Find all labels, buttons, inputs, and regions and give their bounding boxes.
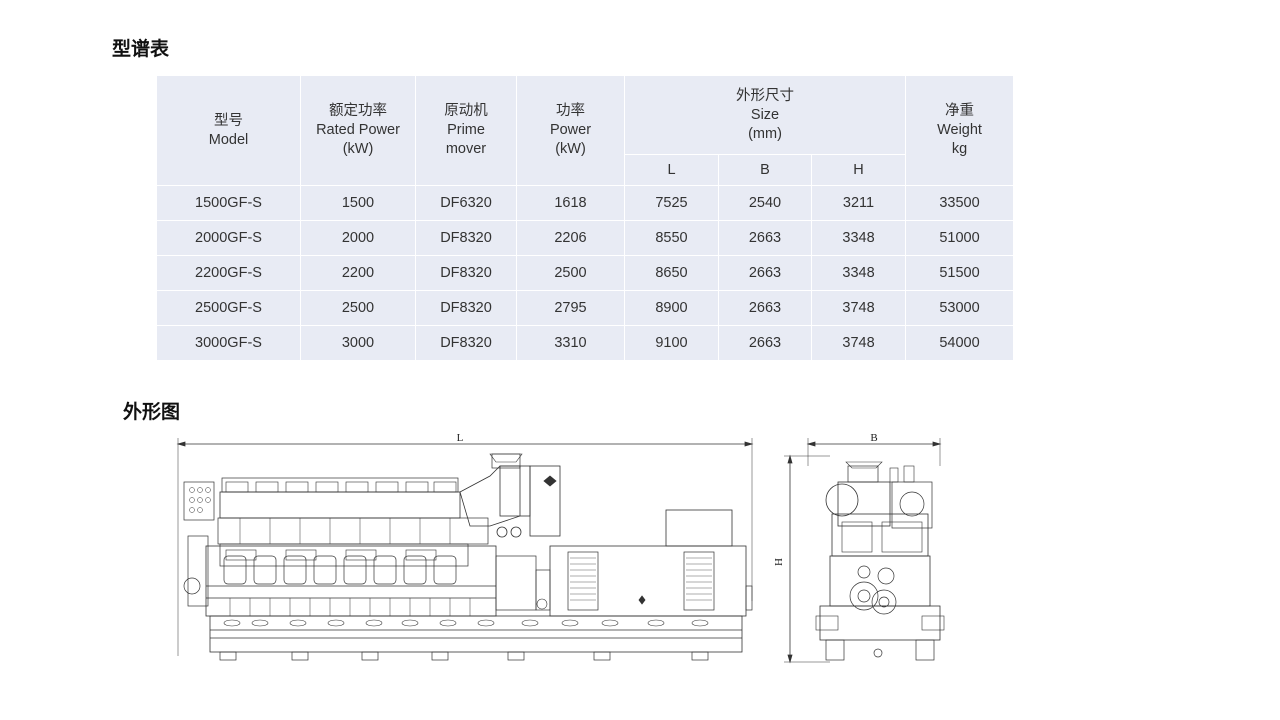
cell-weight: 51000 (905, 220, 1015, 256)
cell-prime-mover: DF8320 (415, 255, 517, 291)
side-view: L (176, 432, 754, 661)
cell-prime-mover: DF8320 (415, 290, 517, 326)
header-prime-mover-cn: 原动机 (444, 103, 488, 119)
table-row: 2200GF-S 2200 DF8320 2500 8650 2663 3348… (156, 255, 1015, 291)
header-power-en: Power (549, 122, 592, 138)
dim-label-b: B (870, 432, 877, 444)
header-size: 外形尺寸 Size (mm) (623, 75, 907, 155)
cell-width: 2663 (718, 255, 812, 291)
header-size-cn: 外形尺寸 (736, 87, 795, 104)
header-weight: 净重 Weight kg (905, 75, 1015, 186)
cell-width: 2663 (718, 290, 812, 326)
table-row: 1500GF-S 1500 DF6320 1618 7525 2540 3211… (156, 185, 1015, 221)
cell-prime-mover: DF6320 (415, 185, 517, 221)
header-rated-power: 额定功率 Rated Power (kW) (300, 75, 416, 186)
cell-rated-power: 1500 (300, 185, 416, 221)
header-prime-mover-en1: Prime (447, 122, 485, 138)
cell-weight: 54000 (905, 325, 1015, 361)
table-row: 2000GF-S 2000 DF8320 2206 8550 2663 3348… (156, 220, 1015, 256)
header-prime-mover-en2: mover (445, 141, 487, 157)
cell-model: 2200GF-S (156, 255, 301, 291)
header-size-l: L (624, 154, 719, 186)
spec-table: 型号 Model 额定功率 Rated Power (kW) 原动机 Prime… (156, 75, 1015, 361)
spec-table-title: 型谱表 (112, 39, 170, 60)
outline-drawing-title: 外形图 (123, 402, 181, 423)
cell-width: 2540 (718, 185, 812, 221)
cell-height: 3748 (810, 325, 907, 361)
cell-weight: 51500 (905, 255, 1015, 291)
header-weight-unit: kg (951, 141, 968, 157)
cell-model: 2000GF-S (156, 220, 301, 256)
cell-length: 8650 (624, 255, 719, 291)
header-weight-cn: 净重 (945, 103, 975, 119)
cell-height: 3748 (810, 290, 907, 326)
cell-rated-power: 2000 (300, 220, 416, 256)
cell-model: 1500GF-S (156, 185, 301, 221)
header-model-en: Model (208, 131, 249, 148)
header-power-cn: 功率 (556, 103, 585, 119)
header-size-en: Size (750, 106, 780, 123)
cell-height: 3348 (810, 220, 907, 256)
cell-width: 2663 (718, 220, 812, 256)
header-power: 功率 Power (kW) (516, 75, 625, 186)
cell-power: 3310 (516, 325, 625, 361)
dim-label-h: H (773, 558, 785, 566)
cell-power: 2500 (516, 255, 625, 291)
cell-height: 3348 (810, 255, 907, 291)
table-row: 3000GF-S 3000 DF8320 3310 9100 2663 3748… (156, 325, 1015, 361)
header-size-unit: (mm) (748, 125, 782, 142)
header-weight-en: Weight (937, 122, 982, 138)
cell-model: 3000GF-S (156, 325, 301, 361)
cell-model: 2500GF-S (156, 290, 301, 326)
cell-weight: 53000 (905, 290, 1015, 326)
cell-rated-power: 3000 (300, 325, 416, 361)
cell-prime-mover: DF8320 (415, 325, 517, 361)
table-row: 2500GF-S 2500 DF8320 2795 8900 2663 3748… (156, 290, 1015, 326)
cell-power: 1618 (516, 185, 625, 221)
outline-drawing: L (176, 432, 945, 664)
header-model-cn: 型号 (214, 112, 243, 129)
cell-length: 8550 (624, 220, 719, 256)
cell-rated-power: 2200 (300, 255, 416, 291)
header-rated-power-cn: 额定功率 (329, 103, 387, 119)
cell-power: 2206 (516, 220, 625, 256)
header-power-unit: (kW) (555, 141, 586, 157)
cell-length: 7525 (624, 185, 719, 221)
cell-power: 2795 (516, 290, 625, 326)
header-prime-mover: 原动机 Prime mover (415, 75, 517, 186)
header-size-b: B (718, 154, 812, 186)
cell-prime-mover: DF8320 (415, 220, 517, 256)
header-model: 型号 Model (156, 75, 301, 186)
header-size-h: H (810, 154, 907, 186)
cell-rated-power: 2500 (300, 290, 416, 326)
cell-width: 2663 (718, 325, 812, 361)
cell-length: 9100 (624, 325, 719, 361)
cell-height: 3211 (810, 185, 907, 221)
cell-length: 8900 (624, 290, 719, 326)
header-rated-power-unit: (kW) (342, 141, 374, 157)
dim-label-l: L (457, 432, 464, 444)
end-view: B H (773, 432, 945, 664)
cell-weight: 33500 (905, 185, 1015, 221)
header-rated-power-en: Rated Power (316, 122, 400, 138)
